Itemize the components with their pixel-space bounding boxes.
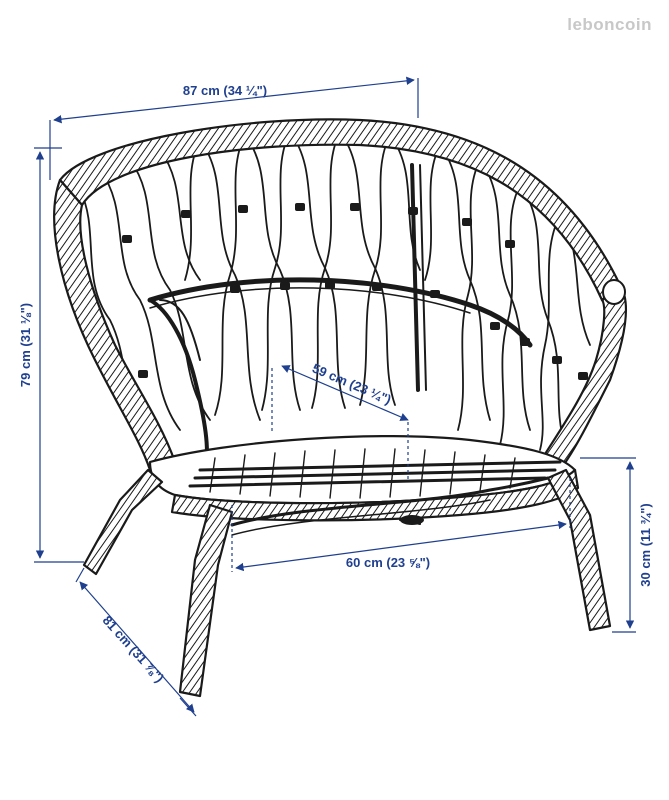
depth-label: 81 cm (31 ⅞"): [100, 613, 168, 686]
seat-depth-arrow-icon: [281, 365, 409, 421]
armchair-line-drawing-icon: [53, 118, 628, 698]
depth-arrow-icon: [79, 581, 195, 713]
watermark: leboncoin: [567, 15, 652, 34]
width-label: 87 cm (34 ¼"): [183, 83, 267, 98]
seat-width-arrow-icon: [235, 520, 567, 572]
height-label: 79 cm (31 ⅛"): [18, 303, 33, 387]
seat-slats: [188, 460, 562, 488]
seat-height-label: 30 cm (11 ¾"): [638, 503, 653, 587]
width-arrow-icon: [53, 76, 415, 124]
dimension-lines: [34, 76, 636, 717]
seat-width-label: 60 cm (23 ⅝"): [346, 555, 430, 570]
